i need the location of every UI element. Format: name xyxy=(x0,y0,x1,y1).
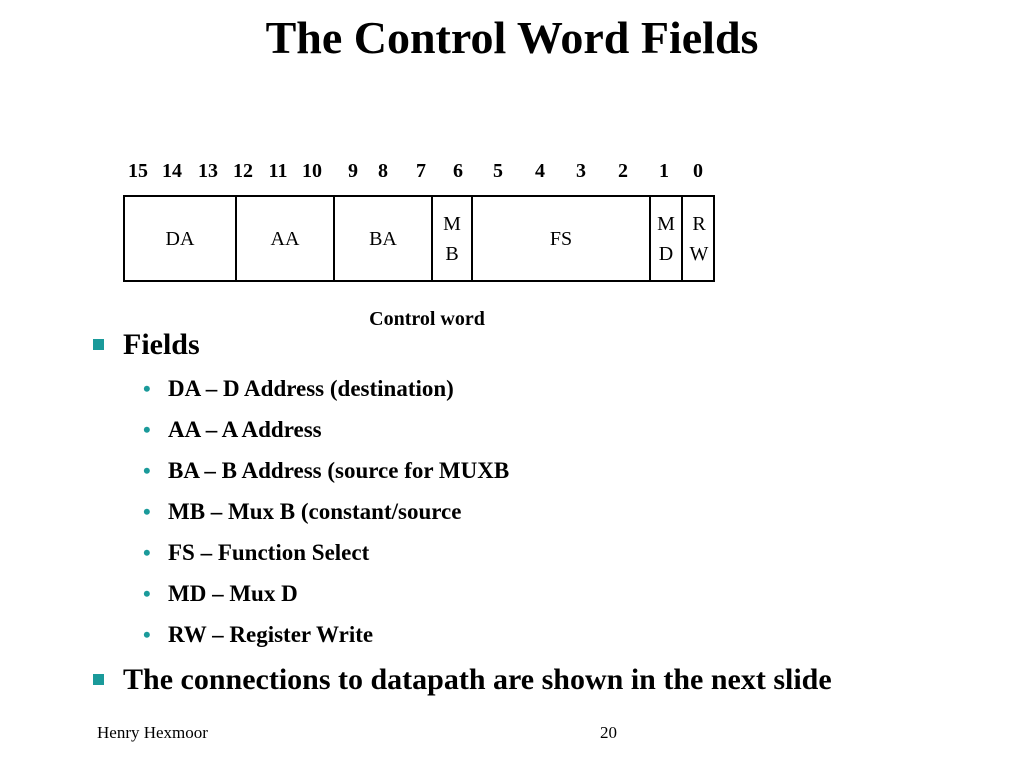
fields-heading: Fields xyxy=(123,328,200,361)
bit-number: 3 xyxy=(576,160,586,182)
field-fs: FS xyxy=(473,197,649,280)
bit-number: 15 xyxy=(128,160,148,182)
field-mb: M B xyxy=(433,197,471,280)
bit-number: 10 xyxy=(302,160,322,182)
square-bullet-icon xyxy=(93,674,104,685)
dot-bullet-icon: • xyxy=(143,581,151,606)
field-da-label: DA xyxy=(165,227,195,250)
field-divider xyxy=(431,197,433,280)
field-md-label-line1: M xyxy=(657,212,675,235)
closing-bullet: The connections to datapath are shown in… xyxy=(123,663,832,696)
field-rw-label-line1: R xyxy=(692,212,706,235)
field-aa: AA xyxy=(237,197,333,280)
field-md: M D xyxy=(651,197,681,280)
field-ba-label: BA xyxy=(369,227,397,250)
field-fs-label: FS xyxy=(549,227,573,250)
control-word-box: DA AA BA M B FS M D R W xyxy=(123,195,715,282)
field-divider xyxy=(681,197,683,280)
dot-bullet-icon: • xyxy=(143,622,151,647)
field-divider xyxy=(333,197,335,280)
dot-bullet-icon: • xyxy=(143,458,151,483)
dot-bullet-icon: • xyxy=(143,417,151,442)
footer-page-number: 20 xyxy=(600,723,617,742)
bit-number: 2 xyxy=(618,160,628,182)
field-md-label-line2: D xyxy=(658,242,674,265)
field-desc-item: MB – Mux B (constant/source xyxy=(168,499,462,524)
field-desc-item: AA – A Address xyxy=(168,417,322,442)
control-word-caption: Control word xyxy=(369,308,485,330)
field-ba: BA xyxy=(335,197,431,280)
bit-number: 12 xyxy=(233,160,253,182)
square-bullet-icon xyxy=(93,339,104,350)
dot-bullet-icon: • xyxy=(143,499,151,524)
dot-bullet-icon: • xyxy=(143,540,151,565)
field-mb-label-line1: M xyxy=(443,212,461,235)
field-aa-label: AA xyxy=(270,227,300,250)
bit-number: 14 xyxy=(162,160,182,182)
field-desc-item: FS – Function Select xyxy=(168,540,370,565)
bit-number: 0 xyxy=(693,160,703,182)
bit-number: 7 xyxy=(416,160,426,182)
field-rw-label-line2: W xyxy=(689,242,709,265)
field-divider xyxy=(471,197,473,280)
field-divider xyxy=(235,197,237,280)
field-desc-item: DA – D Address (destination) xyxy=(168,376,454,401)
field-desc-item: BA – B Address (source for MUXB xyxy=(168,458,510,483)
bit-number: 1 xyxy=(659,160,669,182)
field-desc-item: MD – Mux D xyxy=(168,581,298,606)
field-rw: R W xyxy=(683,197,715,280)
bit-number: 5 xyxy=(493,160,503,182)
field-da: DA xyxy=(125,197,235,280)
field-divider xyxy=(649,197,651,280)
bit-number: 6 xyxy=(453,160,463,182)
field-desc-item: RW – Register Write xyxy=(168,622,374,647)
bit-number: 11 xyxy=(268,160,288,182)
dot-bullet-icon: • xyxy=(143,376,151,401)
field-mb-label-line2: B xyxy=(445,242,459,265)
bit-number: 4 xyxy=(535,160,545,182)
footer-author: Henry Hexmoor xyxy=(97,723,208,742)
bit-number: 8 xyxy=(378,160,388,182)
slide-title: The Control Word Fields xyxy=(265,12,759,63)
bit-number: 9 xyxy=(348,160,358,182)
bit-number: 13 xyxy=(198,160,218,182)
